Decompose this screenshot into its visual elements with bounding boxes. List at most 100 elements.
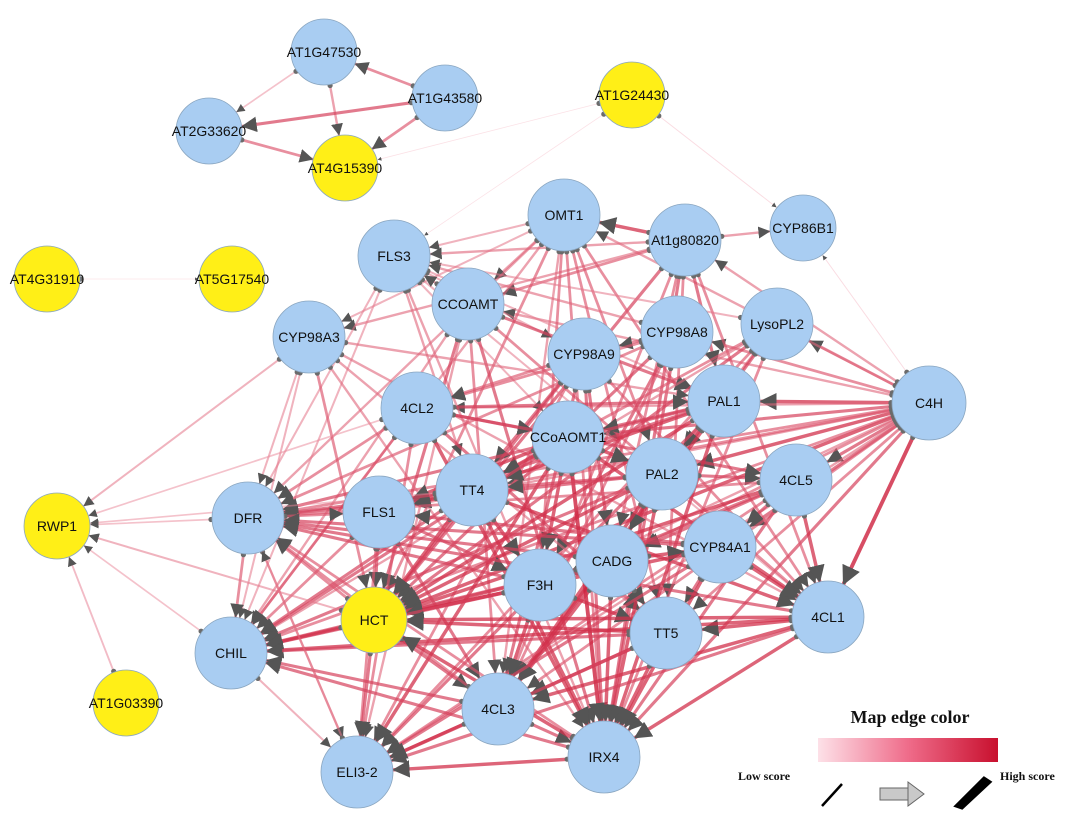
node-label: 4CL1	[811, 609, 845, 625]
node-circle	[598, 61, 666, 129]
node-ccoaomt1[interactable]: CCoAOMT1	[530, 400, 606, 474]
node-label: LysoPL2	[750, 316, 804, 332]
edge-AT1G24430-AT4G15390	[377, 102, 603, 161]
node-label: CCoAOMT1	[530, 429, 606, 445]
node-ccoamt[interactable]: CCOAMT	[431, 267, 505, 341]
node-label: PAL2	[645, 466, 678, 482]
node-at1g03390[interactable]: AT1G03390	[89, 669, 164, 737]
node-pal2[interactable]: PAL2	[625, 437, 699, 511]
node-circle	[23, 492, 91, 560]
node-label: TT4	[460, 482, 485, 498]
edge-C4H-PAL2	[696, 410, 897, 469]
node-tt4[interactable]: TT4	[435, 453, 509, 527]
node-at1g47530[interactable]: AT1G47530	[287, 18, 362, 86]
edge-CYP98A3-DFR	[257, 368, 300, 484]
node-circle	[791, 580, 865, 654]
node-circle	[648, 203, 722, 277]
edge-CADG-CYP84A1	[643, 545, 686, 563]
edge-AT1G43580-AT4G15390	[371, 114, 421, 150]
node-f3h[interactable]: F3H	[503, 548, 577, 622]
node-circle	[357, 219, 431, 293]
node-irx4[interactable]: IRX4	[567, 720, 641, 794]
node-label: IRX4	[588, 749, 619, 765]
edge-DFR-RWP1	[90, 518, 215, 529]
node-at2g33620[interactable]: AT2G33620	[172, 97, 247, 165]
node-circle	[683, 510, 757, 584]
edge-CYP98A8-F3H	[556, 360, 663, 555]
node-at4g31910[interactable]: AT4G31910	[10, 245, 85, 313]
node-label: C4H	[915, 395, 943, 411]
edge-C4H-4CL1	[841, 432, 917, 586]
node-label: DFR	[234, 510, 263, 526]
node-c4h[interactable]: C4H	[891, 365, 967, 441]
node-label: AT1G24430	[595, 87, 670, 103]
edge-CYP98A3-RWP1	[83, 356, 283, 507]
edge-FLS1-F3H	[408, 524, 508, 572]
node-eli3-2[interactable]: ELI3-2	[320, 735, 394, 809]
edge-FLS3-TT4	[403, 287, 463, 457]
node-label: CYP86B1	[772, 220, 834, 236]
node-label: PAL1	[707, 393, 740, 409]
node-4cl1[interactable]: 4CL1	[791, 580, 865, 654]
legend-title: Map edge color	[851, 707, 970, 727]
node-circle	[629, 596, 703, 670]
node-4cl3[interactable]: 4CL3	[461, 672, 535, 746]
node-circle	[625, 437, 699, 511]
node-circle	[759, 443, 833, 517]
edge-At1g80820-4CL1	[695, 270, 817, 584]
node-circle	[575, 524, 649, 598]
node-circle	[687, 364, 761, 438]
node-4cl2[interactable]: 4CL2	[380, 371, 454, 445]
node-circle	[211, 481, 285, 555]
node-circle	[740, 287, 814, 361]
node-fls3[interactable]: FLS3	[357, 219, 431, 293]
edge-AT1G24430-CYP86B1	[656, 113, 777, 208]
node-lysopl2[interactable]: LysoPL2	[740, 287, 814, 361]
node-cadg[interactable]: CADG	[575, 524, 649, 598]
node-label: 4CL2	[400, 400, 434, 416]
edge-FLS1-4CL3	[395, 539, 481, 679]
node-at5g17540[interactable]: AT5G17540	[195, 245, 270, 313]
node-layer: AT1G47530AT1G43580AT2G33620AT4G15390AT1G…	[10, 18, 967, 809]
edge-layer	[68, 62, 917, 778]
edge-At1g80820-CYP86B1	[717, 226, 771, 239]
edge-CYP98A9-4CL2	[450, 363, 553, 400]
node-label: AT1G47530	[287, 44, 362, 60]
node-label: AT4G15390	[308, 160, 383, 176]
edge-F3H-TT5	[570, 595, 634, 623]
node-cyp98a9[interactable]: CYP98A9	[547, 317, 621, 391]
node-at1g43580[interactable]: AT1G43580	[408, 64, 483, 132]
node-rwp1[interactable]: RWP1	[23, 492, 91, 560]
node-cyp98a3[interactable]: CYP98A3	[272, 300, 346, 374]
edge-4CL5-4CL1	[801, 511, 825, 583]
node-at1g24430[interactable]: AT1G24430	[595, 61, 670, 129]
legend-thick-edge-icon	[953, 776, 993, 810]
node-label: AT1G43580	[408, 90, 483, 106]
node-label: F3H	[527, 577, 553, 593]
node-label: AT4G31910	[10, 271, 85, 287]
node-label: CYP98A3	[278, 329, 340, 345]
node-label: 4CL3	[481, 701, 515, 717]
edge-AT1G43580-AT1G47530	[354, 62, 418, 89]
edge-CYP98A3-HCT	[315, 368, 371, 589]
node-label: OMT1	[545, 207, 584, 223]
edge-CHIL-RWP1	[83, 545, 205, 634]
node-fls1[interactable]: FLS1	[342, 475, 416, 549]
node-cyp84a1[interactable]: CYP84A1	[683, 510, 757, 584]
node-cyp98a8[interactable]: CYP98A8	[640, 295, 714, 369]
node-label: ELI3-2	[336, 764, 377, 780]
node-tt5[interactable]: TT5	[629, 596, 703, 670]
edge-FLS3-DFR	[264, 284, 379, 487]
node-at1g80820[interactable]: At1g80820	[648, 203, 722, 277]
edge-CYP84A1-4CL1	[746, 563, 799, 599]
node-dfr[interactable]: DFR	[211, 481, 285, 555]
node-chil[interactable]: CHIL	[194, 616, 268, 690]
node-label: At1g80820	[651, 232, 719, 248]
node-at4g15390[interactable]: AT4G15390	[308, 134, 383, 202]
node-pal1[interactable]: PAL1	[687, 364, 761, 438]
node-4cl5[interactable]: 4CL5	[759, 443, 833, 517]
node-omt1[interactable]: OMT1	[527, 178, 601, 252]
edge-CYP98A9-4CL1	[605, 377, 805, 592]
node-cyp86b1[interactable]: CYP86B1	[769, 194, 837, 262]
node-hct[interactable]: HCT	[340, 586, 408, 654]
